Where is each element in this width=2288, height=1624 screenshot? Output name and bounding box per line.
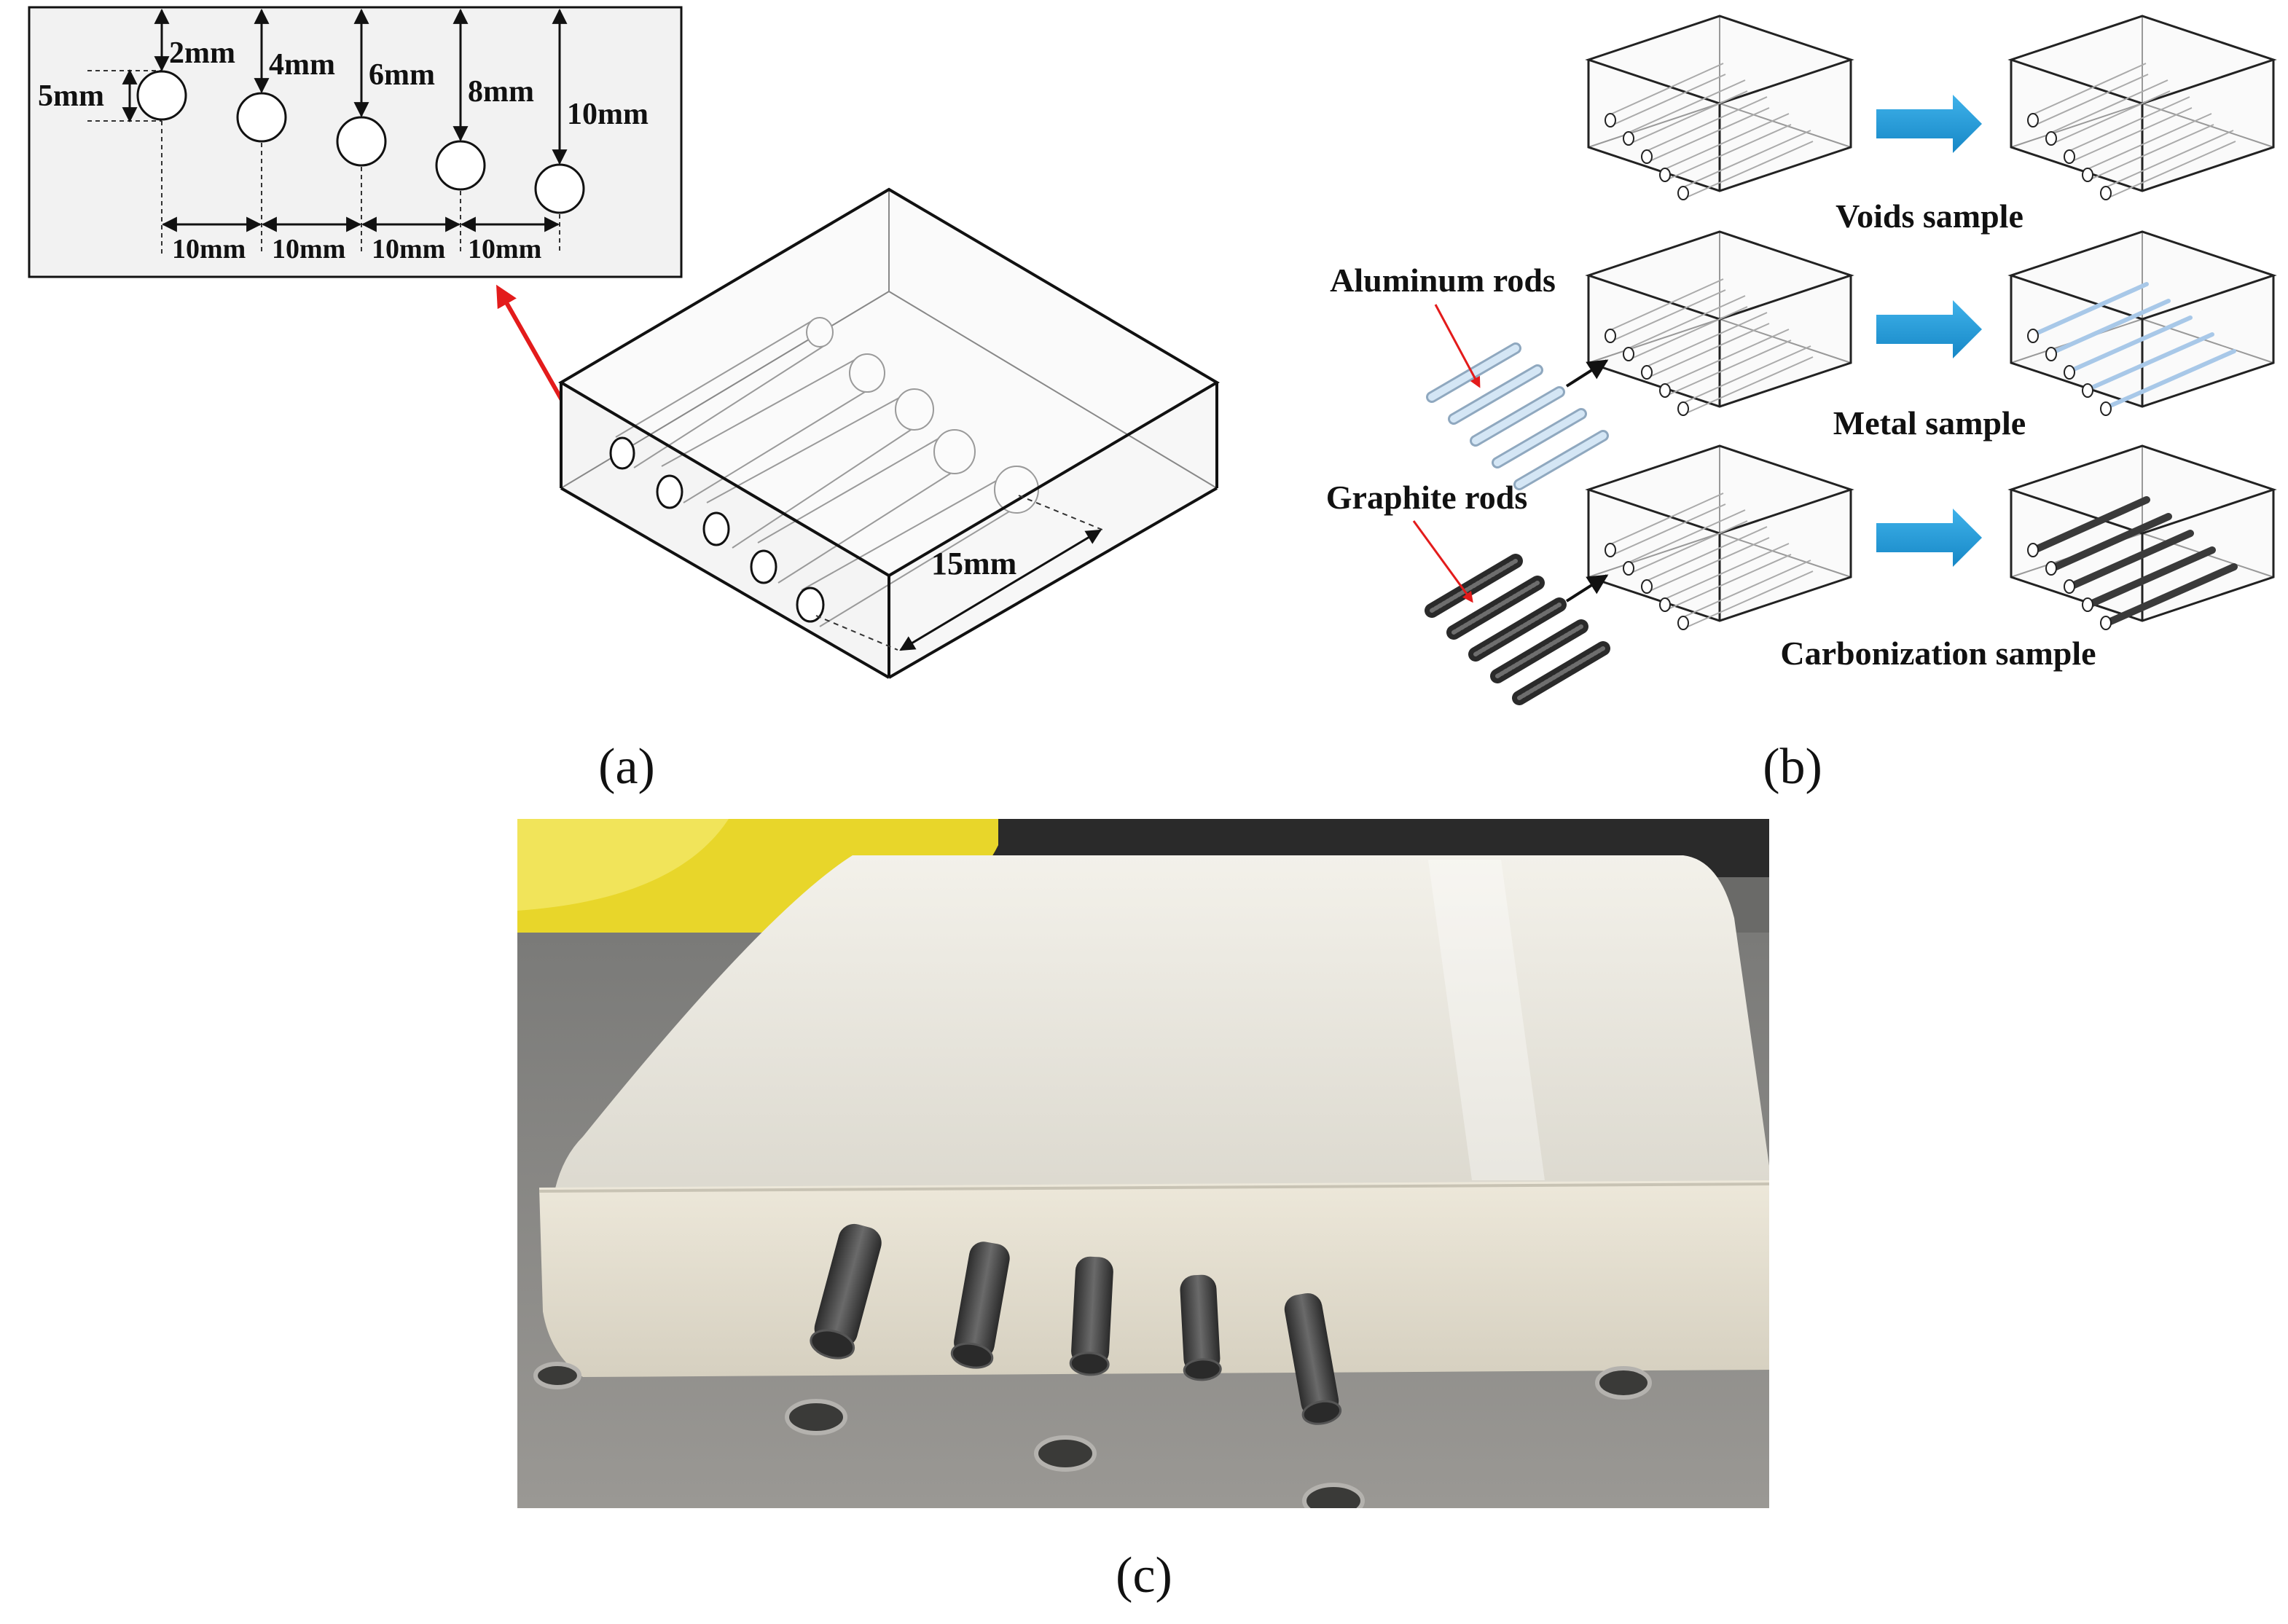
- photo-rods: [810, 1223, 1342, 1425]
- panel-b: Voids sample Metal sample: [1326, 15, 2275, 795]
- process-arrow-1: [1876, 95, 1982, 153]
- spacing-label-1: 10mm: [172, 234, 246, 264]
- row-label-voids: Voids sample: [1836, 197, 2023, 235]
- depth-label-3: 6mm: [369, 58, 435, 92]
- hole-5: [534, 163, 585, 214]
- row-metal: Metal sample: [1330, 230, 2275, 490]
- graphite-rods: [1425, 554, 1610, 705]
- panel-c-photo: (c): [517, 819, 1769, 1604]
- spacing-label-3: 10mm: [372, 234, 445, 264]
- row-carbonization: Carbonization sample: [1326, 444, 2275, 705]
- row-voids: Voids sample: [1587, 15, 2275, 235]
- panel-a: 5mm 2mm 4mm 6mm 8mm 10mm 10mm 10mm 10mm …: [28, 6, 1220, 795]
- block-hole-5: [796, 587, 825, 623]
- hole-3: [336, 116, 387, 167]
- row-label-carbonization: Carbonization sample: [1780, 635, 2096, 672]
- process-arrow-3: [1876, 509, 1982, 567]
- hole-1: [136, 70, 187, 121]
- panel-a-letter: (a): [598, 739, 655, 795]
- process-arrow-2: [1876, 300, 1982, 358]
- depth-label-5: 10mm: [567, 98, 649, 131]
- aluminum-rods: [1426, 342, 1609, 490]
- block-hole-2: [656, 474, 683, 509]
- depth-label-4: 8mm: [468, 75, 534, 109]
- block-3d: [558, 187, 1220, 679]
- spacing-label-4: 10mm: [468, 234, 541, 264]
- panel-b-letter: (b): [1763, 739, 1822, 795]
- hole-4: [435, 140, 486, 191]
- spacing-label-2: 10mm: [272, 234, 345, 264]
- depth-label-2: 4mm: [269, 48, 335, 82]
- panel-c-letter: (c): [1116, 1547, 1172, 1604]
- diameter-label: 5mm: [38, 79, 104, 113]
- hole-2: [236, 92, 287, 143]
- block-hole-3: [702, 511, 730, 546]
- graphite-rods-label: Graphite rods: [1326, 479, 1527, 516]
- block-hole-4: [750, 549, 777, 584]
- row-label-metal: Metal sample: [1833, 404, 2026, 442]
- cross-section-inset: 5mm 2mm 4mm 6mm 8mm 10mm 10mm 10mm 10mm …: [28, 6, 683, 278]
- length-label: 15mm: [931, 546, 1016, 581]
- block-hole-1: [609, 436, 635, 470]
- aluminum-rods-label: Aluminum rods: [1330, 262, 1556, 299]
- depth-label-1: 2mm: [169, 36, 235, 70]
